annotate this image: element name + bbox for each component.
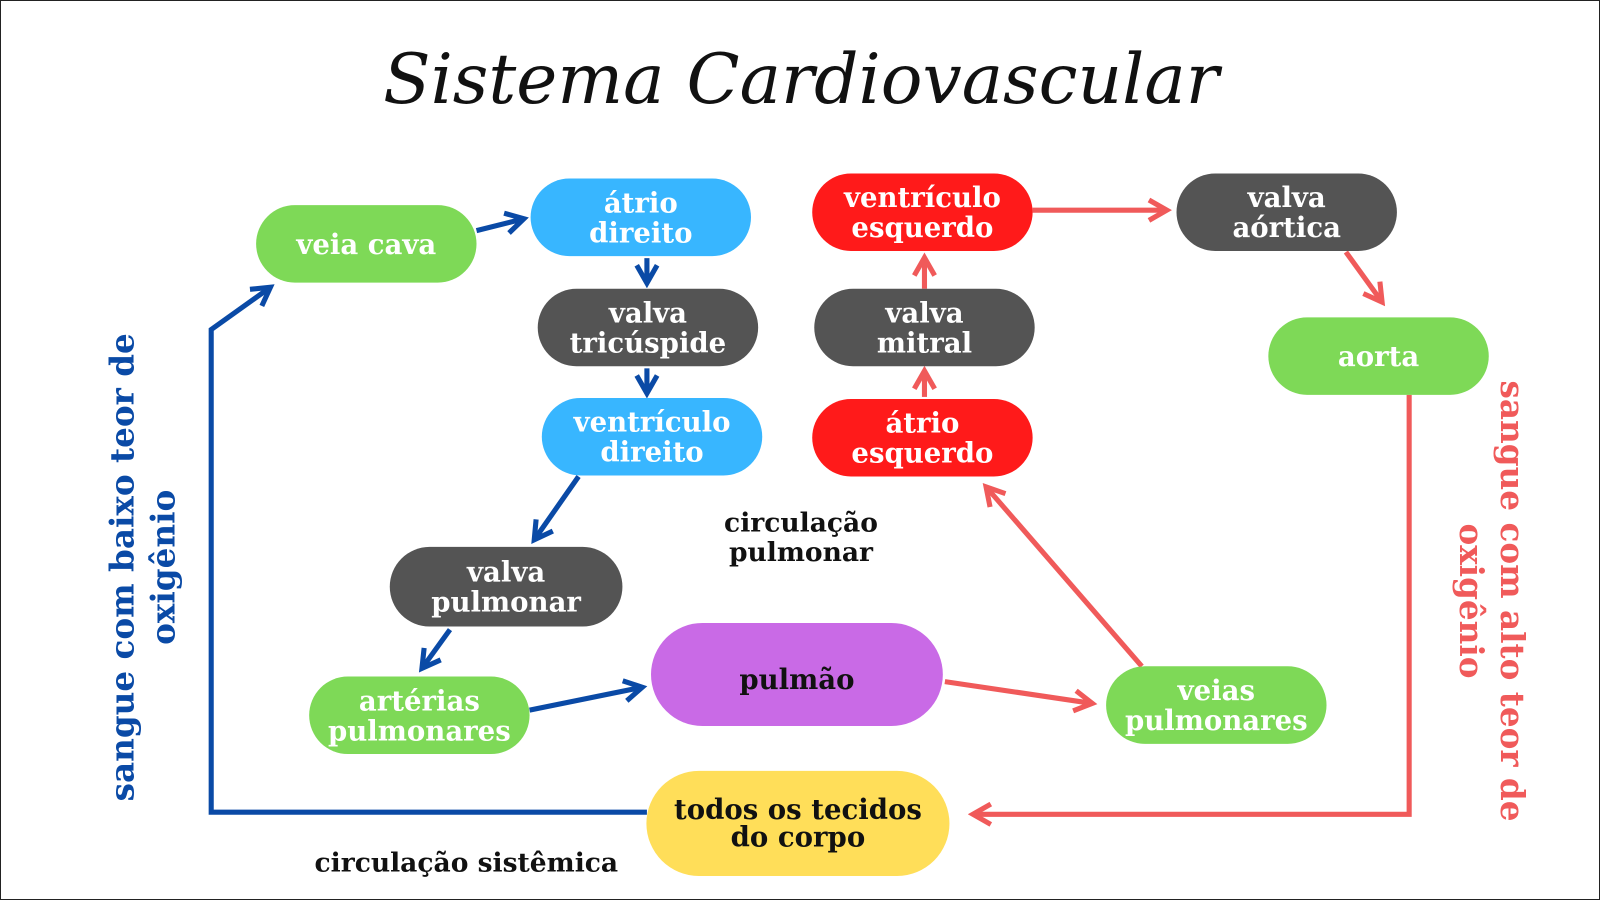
node-label: aórtica: [1232, 212, 1341, 244]
label-circulacao-sistemica: circulação sistêmica: [315, 847, 619, 878]
label-baixo-oxigenio-1: sangue com baixo teor de: [103, 333, 142, 801]
node-pulmao: pulmão: [651, 622, 943, 726]
node-label: direito: [600, 437, 703, 469]
label-circulacao-pulmonar-1: circulação: [724, 508, 878, 539]
label-baixo-oxigenio-2: oxigênio: [143, 490, 182, 645]
node-label: veia cava: [295, 229, 436, 261]
node-shape: [1106, 666, 1327, 744]
node-shape: [537, 288, 759, 367]
node-label: mitral: [877, 328, 972, 360]
node-label: esquerdo: [851, 438, 993, 470]
node-label: veias: [1177, 675, 1255, 707]
node-shape: [309, 676, 530, 755]
arrow-3: [531, 475, 581, 545]
node-shape: [530, 178, 751, 257]
node-label: direito: [589, 217, 692, 249]
node-label: pulmão: [739, 664, 854, 696]
node-shape: [651, 622, 943, 726]
node-shape: [256, 205, 477, 283]
diagram-title: Sistema Cardiovascular: [383, 40, 1223, 120]
node-veia-cava: veia cava: [256, 205, 477, 283]
node-label: ventrículo: [843, 182, 1001, 214]
label-alto-oxigenio-2: oxigênio: [1452, 523, 1491, 678]
node-shape: [541, 397, 763, 476]
node-shape: [812, 173, 1033, 251]
node-shape: [646, 770, 950, 876]
node-label: valva: [466, 557, 545, 589]
node-shape: [812, 398, 1033, 477]
node-label: átrio: [885, 408, 959, 440]
arrow-6: [208, 284, 647, 815]
label-circulacao-pulmonar-2: pulmonar: [729, 537, 874, 568]
arrow-0: [475, 210, 529, 235]
arrow-4: [418, 628, 453, 673]
node-label: valva: [1247, 182, 1326, 214]
nodes: veia cavaátriodireitovalvatricúspidevent…: [256, 173, 1489, 876]
node-label: esquerdo: [851, 212, 993, 244]
node-label: átrio: [604, 187, 678, 219]
node-label: ventrículo: [573, 407, 731, 439]
arrows: [208, 197, 1412, 827]
node-label: pulmonares: [1125, 705, 1308, 737]
node-label: do corpo: [731, 822, 866, 854]
arrow-7: [944, 679, 1098, 714]
arrow-5: [529, 678, 648, 713]
node-label: todos os tecidos: [674, 794, 922, 826]
node-label: pulmonar: [431, 587, 581, 619]
node-label: valva: [884, 298, 963, 330]
node-label: aorta: [1338, 341, 1419, 373]
node-shape: [1176, 173, 1397, 251]
node-label: valva: [608, 298, 687, 330]
node-shape: [1268, 317, 1489, 395]
arrow-13: [967, 394, 1412, 827]
node-shape: [814, 288, 1035, 367]
arrow-8: [982, 482, 1144, 668]
label-alto-oxigenio-1: sangue com alto teor de: [1493, 380, 1532, 821]
node-aorta: aorta: [1268, 317, 1489, 395]
arrow-12: [1343, 250, 1386, 307]
node-label: artérias: [359, 685, 480, 717]
node-shape: [389, 546, 623, 627]
node-label: pulmonares: [328, 715, 511, 747]
node-label: tricúspide: [570, 328, 727, 360]
